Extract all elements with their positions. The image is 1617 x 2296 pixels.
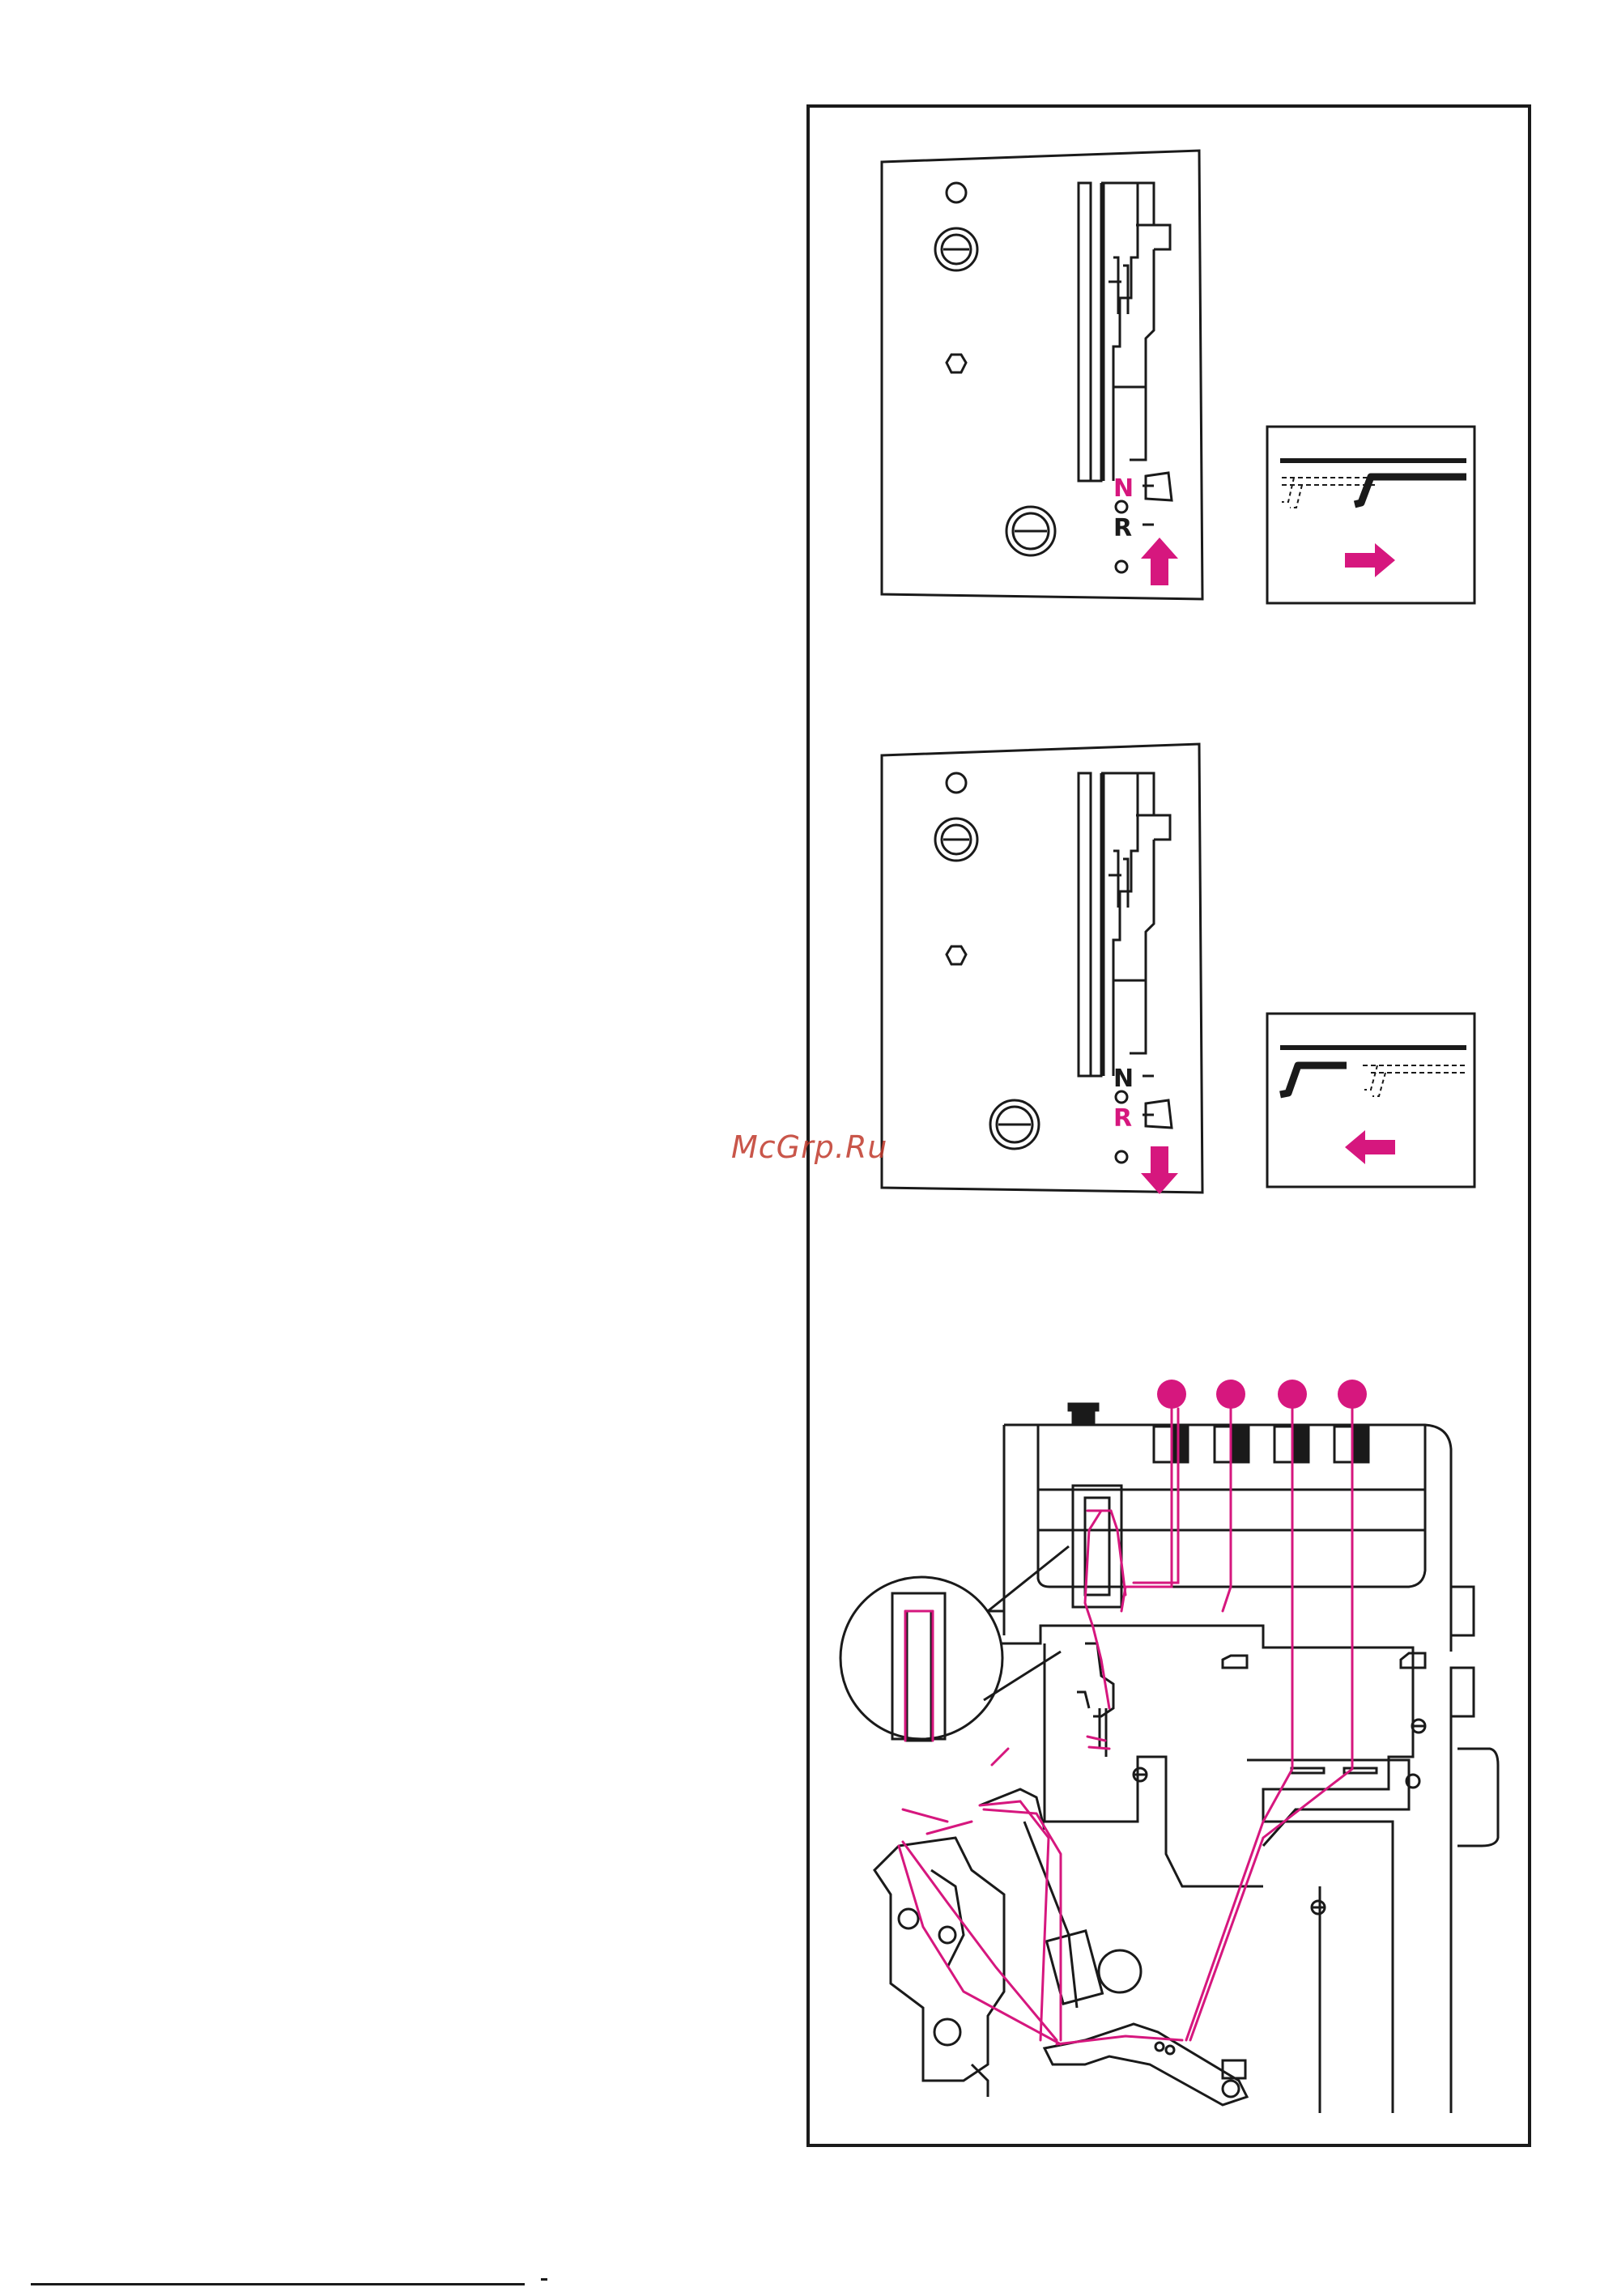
footer-rule [31, 2283, 525, 2285]
thread-marker-3 [1278, 1380, 1307, 1409]
threading-diagram [842, 1368, 1506, 2129]
label-n: N [1113, 474, 1134, 503]
footer-mark [541, 2278, 547, 2284]
label-r: R [1113, 514, 1132, 542]
thread-marker-2 [1216, 1380, 1245, 1409]
thread-marker-1 [1157, 1380, 1186, 1409]
thread-marker-4 [1338, 1380, 1367, 1409]
label-n: N [1113, 1065, 1134, 1093]
looper-position-inset-right [1266, 425, 1476, 605]
label-r: R [1113, 1104, 1132, 1133]
looper-position-inset-left [1266, 1012, 1476, 1188]
watermark: McGrp.Ru [731, 1129, 887, 1165]
